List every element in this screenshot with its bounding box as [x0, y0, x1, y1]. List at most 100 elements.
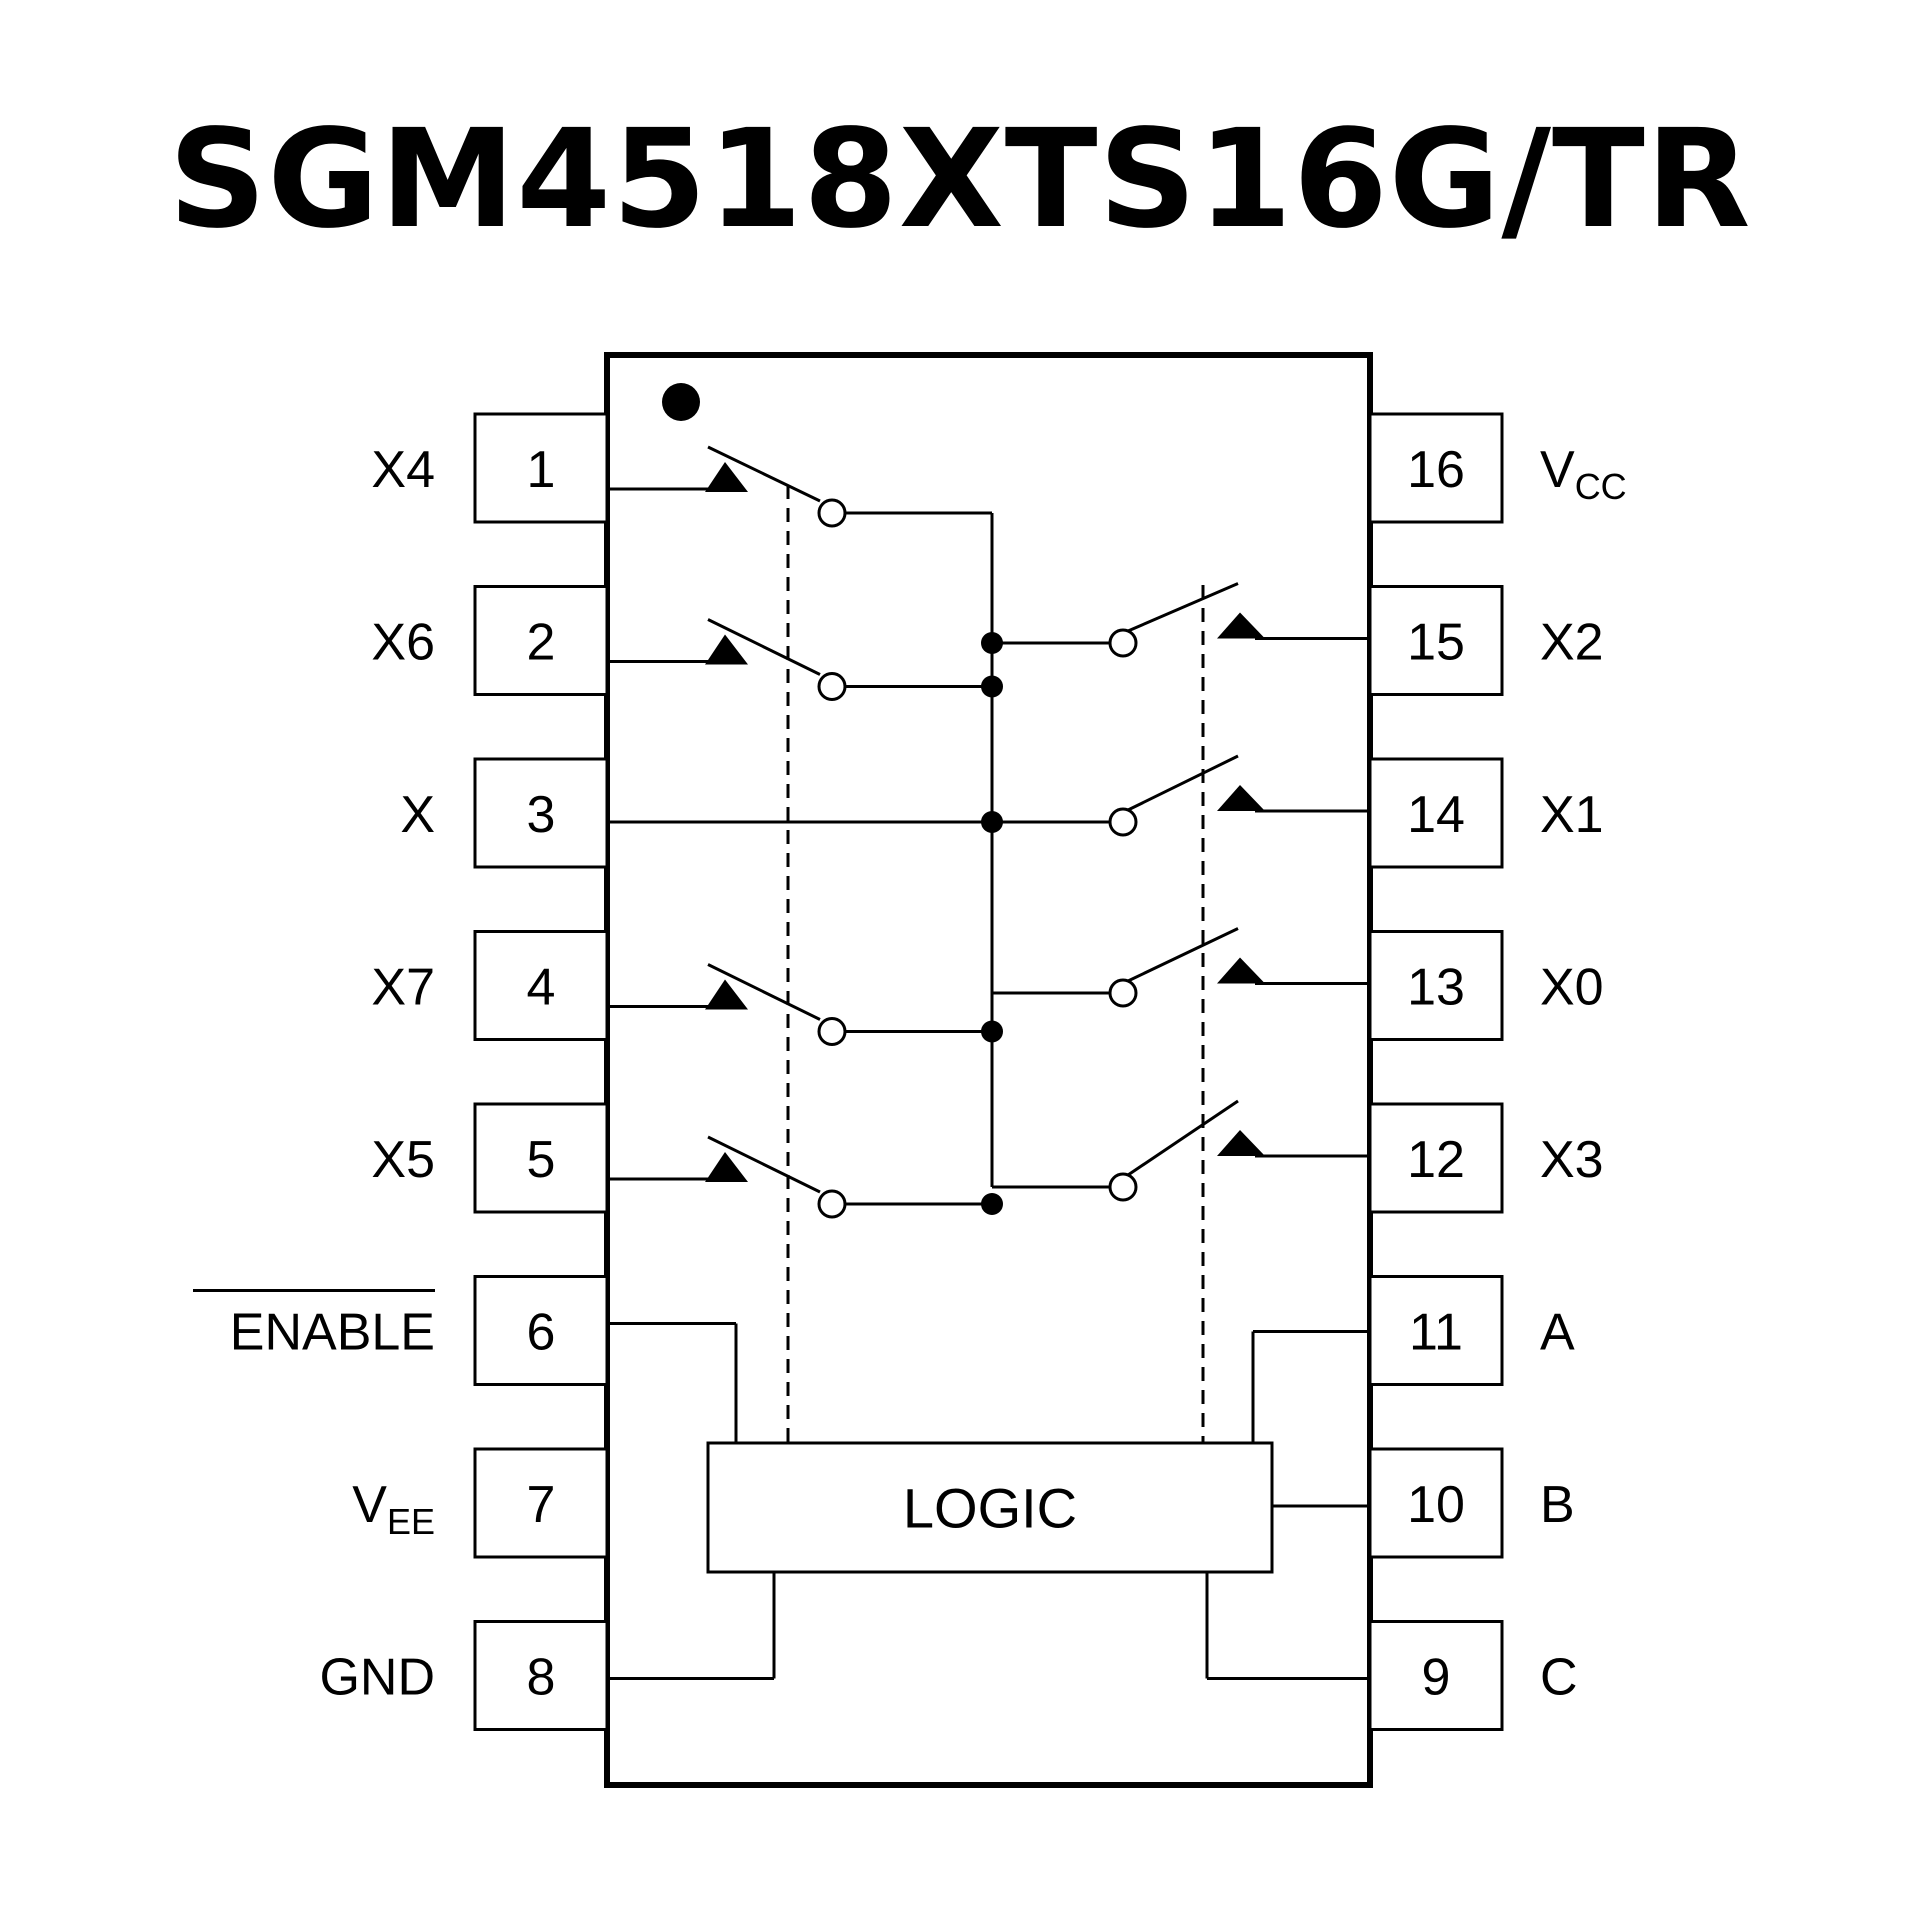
- pin-number: 5: [527, 1131, 556, 1189]
- switch-pivot: [817, 1017, 847, 1046]
- pin-number: 3: [527, 786, 556, 844]
- contact-triangle: [1217, 612, 1265, 639]
- pin-number: 12: [1407, 1131, 1465, 1189]
- pin-label: VEE: [352, 1476, 435, 1542]
- pin-number: 16: [1407, 441, 1465, 499]
- pin-4: 4 X7: [371, 930, 609, 1041]
- pin-7: 7 VEE: [352, 1447, 609, 1559]
- switch-blade: [1127, 754, 1239, 812]
- switch-pivot: [1108, 1172, 1138, 1202]
- pin-box: [473, 412, 609, 524]
- switch-pivot: [817, 672, 847, 701]
- pin-label: X4: [371, 441, 435, 499]
- contact-triangle: [1217, 1130, 1265, 1156]
- pin-box: [1368, 585, 1504, 696]
- pin-number: 7: [527, 1476, 556, 1534]
- pin-number: 11: [1409, 1304, 1463, 1362]
- pin-number: 6: [527, 1304, 556, 1362]
- switch-blade: [1127, 582, 1239, 633]
- switch-X5: [607, 1135, 1003, 1219]
- pin-11: 11 A: [1368, 1275, 1575, 1386]
- pin-label: X1: [1540, 786, 1604, 844]
- pin-15: 15 X2: [1368, 585, 1604, 696]
- contact-triangle: [705, 1152, 748, 1182]
- switch-blade: [1127, 1099, 1239, 1177]
- pin-label: X0: [1540, 959, 1604, 1017]
- switch-pivot: [1108, 807, 1138, 837]
- switch-X4: [607, 445, 847, 528]
- switch-X2: [992, 582, 1370, 658]
- pin-label: X7: [371, 959, 435, 1017]
- pin-number: 9: [1422, 1649, 1451, 1707]
- switch-X7: [607, 963, 1003, 1046]
- pin-box: [473, 1275, 609, 1386]
- ic-body: [604, 352, 1373, 1788]
- switch-blade: [707, 445, 821, 503]
- pin-box: [1368, 412, 1504, 524]
- pin-box: [473, 585, 609, 696]
- logic-label: LOGIC: [903, 1477, 1077, 1540]
- contact-triangle: [1217, 957, 1265, 984]
- pin-number: 14: [1407, 786, 1465, 844]
- switch-X1: [992, 754, 1370, 837]
- pin-8: 8 GND: [319, 1620, 609, 1731]
- switch-blade: [707, 963, 821, 1021]
- pin-14: 14 X1: [1368, 757, 1604, 869]
- contact-triangle: [705, 634, 748, 665]
- switch-blade: [1127, 927, 1239, 983]
- pin-16: 16 VCC: [1368, 412, 1627, 524]
- contact-triangle: [1217, 785, 1265, 811]
- switch-X0: [992, 927, 1370, 1008]
- pin-label: X: [400, 786, 435, 844]
- pin-label: X6: [371, 614, 435, 672]
- pin-label: C: [1540, 1649, 1578, 1707]
- pin-label: VCC: [1540, 441, 1627, 507]
- pin-1: 1X4: [371, 412, 609, 524]
- pin-number: 8: [527, 1649, 556, 1707]
- pin-number: 15: [1407, 614, 1465, 672]
- logic-block: [706, 1441, 1274, 1574]
- pin-number: 2: [527, 614, 556, 672]
- pin-label: B: [1540, 1476, 1575, 1534]
- switch-pivot: [1108, 628, 1138, 658]
- switch-pivot: [1108, 978, 1138, 1008]
- contact-triangle: [705, 462, 748, 492]
- switch-pivot: [817, 498, 847, 528]
- pin-label: X2: [1540, 614, 1604, 672]
- pin-13: 13 X0: [1368, 930, 1604, 1041]
- pin-box: [473, 1620, 609, 1731]
- pin-label: X5: [371, 1131, 435, 1189]
- pin-label: X3: [1540, 1131, 1604, 1189]
- pin-box: [1368, 757, 1504, 869]
- pin-2: 2 X6: [371, 585, 609, 696]
- junction-dot: [981, 1193, 1003, 1215]
- switch-X6: [607, 618, 1003, 701]
- pin-label: ENABLE: [230, 1304, 435, 1362]
- contact-triangle: [705, 979, 748, 1010]
- pin-number: 4: [527, 959, 556, 1017]
- pin-box: [1368, 1620, 1504, 1731]
- pin-box: [473, 1447, 609, 1559]
- switch-blade: [707, 618, 821, 676]
- pin1-indicator-dot: [662, 383, 700, 421]
- pin-box: [473, 1102, 609, 1214]
- pin-box: [1368, 1275, 1504, 1386]
- pin-number: 13: [1407, 959, 1465, 1017]
- switch-blade: [707, 1135, 821, 1194]
- pin-box: [1368, 930, 1504, 1041]
- pin-box: [1368, 1447, 1504, 1559]
- pin-3: 3X: [400, 757, 609, 869]
- part-number-title: SGM4518XTS16G/TR: [168, 101, 1752, 259]
- switch-X3: [992, 1099, 1370, 1202]
- pin-12: 12 X3: [1368, 1102, 1604, 1214]
- pin-label: A: [1540, 1304, 1575, 1362]
- pin-5: 5 X5: [371, 1102, 609, 1214]
- pin-box: [473, 757, 609, 869]
- pin-6: 6 ENABLE: [193, 1275, 609, 1386]
- pin-box: [1368, 1102, 1504, 1214]
- pin-box: [473, 930, 609, 1041]
- pin-label: GND: [319, 1649, 435, 1707]
